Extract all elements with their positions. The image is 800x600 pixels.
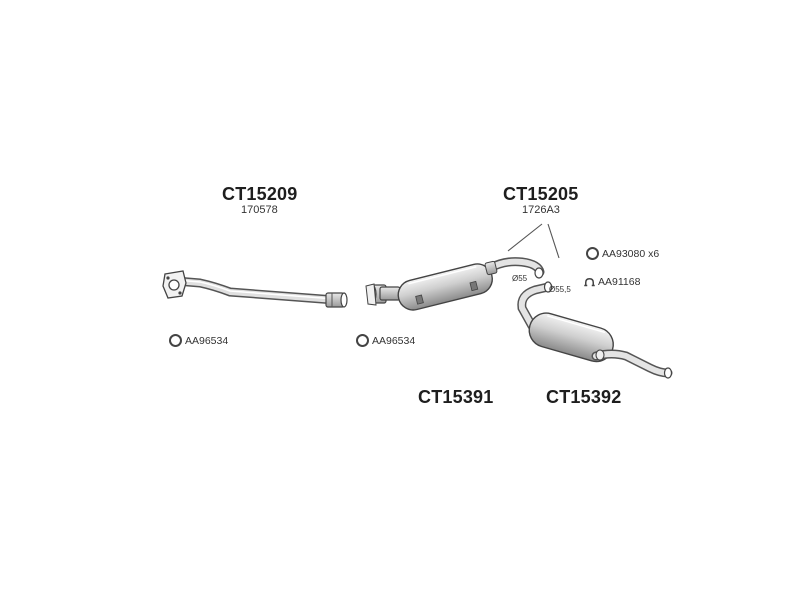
clamp-icon [584,277,595,286]
gasket-front: AA96534 [169,334,228,347]
middle-silencer-ref: CT15205 [503,184,579,204]
inlet-diameter: Ø55,5 [549,285,571,294]
rear-silencer-ref: CT15392 [546,387,622,407]
center-silencer-ref: CT15391 [418,387,494,407]
middle-silencer-oem: 1726A3 [522,204,560,216]
rear-silencer [517,281,673,379]
gasket-rear: AA93080 x6 [586,247,659,260]
front-pipe-oem: 170578 [241,204,278,216]
gasket-middle: AA96534 [356,334,415,347]
outlet-diameter: Ø55 [512,274,528,283]
front-pipe-ref: CT15209 [222,184,298,204]
gasket-front-ref: AA96534 [185,334,229,347]
gasket-ring-icon [356,334,369,347]
clamp-ref: AA91168 [598,276,641,288]
gasket-rear-ref: AA93080 x6 [602,247,660,260]
middle-silencer [365,223,560,311]
front-pipe [162,270,348,308]
front-pipe-flange [162,270,187,299]
gasket-ring-icon [169,334,182,347]
gasket-ring-icon [586,247,599,260]
clamp-kit: AA91168 [584,276,640,288]
front-pipe-sleeve [325,292,348,308]
gasket-middle-ref: AA96534 [372,334,416,347]
